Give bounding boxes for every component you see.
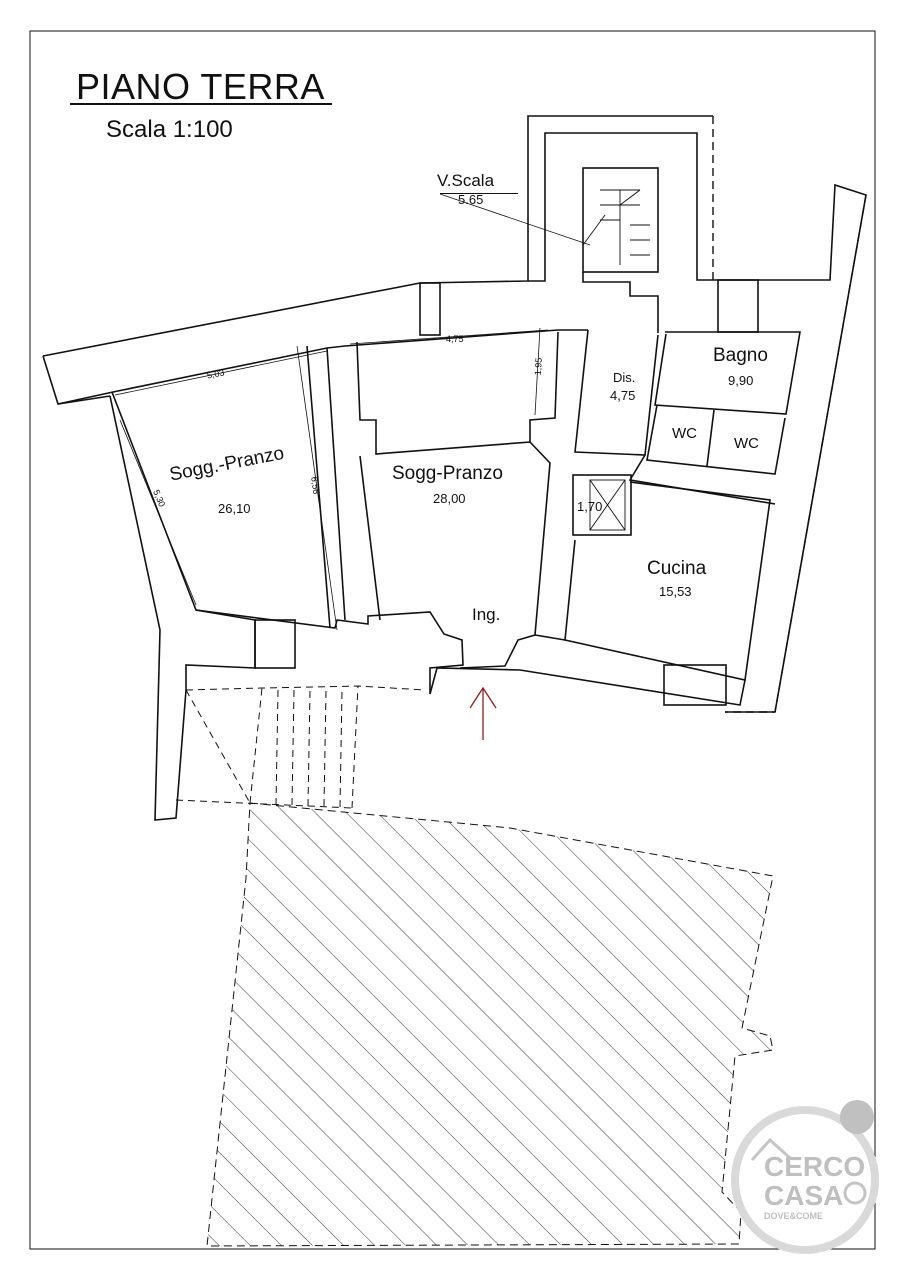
watermark-logo <box>731 1100 879 1254</box>
title-underline <box>70 103 332 105</box>
dimension-lines <box>114 327 549 631</box>
room-name-bathroom: Bagno <box>713 345 768 366</box>
room-area-living-1: 26,10 <box>218 501 251 516</box>
stair-area: 5.65 <box>458 192 484 207</box>
hatched-courtyard <box>206 802 774 1247</box>
room-name-wc-1: WC <box>672 425 697 442</box>
room-area-living-2: 28,00 <box>433 491 466 506</box>
watermark-line-1: CERCO <box>764 1151 866 1182</box>
room-area-bathroom: 9,90 <box>728 373 754 388</box>
stair-symbol <box>582 189 650 265</box>
external-stairs <box>175 685 426 809</box>
room-area-hall: 4,75 <box>610 388 636 403</box>
room-name-living-2: Sogg-Pranzo <box>392 463 503 484</box>
watermark-line-2: CASA <box>764 1180 844 1211</box>
plan-scale: Scala 1:100 <box>106 116 233 143</box>
room-name-wc-2: WC <box>734 435 759 452</box>
entrance-label: Ing. <box>472 605 501 624</box>
page-frame <box>29 30 876 1250</box>
watermark-tagline: DOVE&COME <box>764 1211 824 1221</box>
dimension-left-room-depth-right: 6,56 <box>309 476 322 495</box>
room-name-kitchen: Cucina <box>647 558 707 579</box>
plan-title: PIANO TERRA <box>76 66 325 107</box>
stair-label: V.Scala <box>437 171 495 190</box>
dashed-outline <box>712 116 867 713</box>
entrance-arrow <box>469 686 497 740</box>
stair-label-rule <box>440 193 518 194</box>
lift-area: 1,70 <box>577 499 603 514</box>
stair-leader-line <box>439 193 591 246</box>
dimension-alcove-depth: 1,95 <box>532 357 544 376</box>
room-name-hall: Dis. <box>613 370 636 385</box>
dimension-alcove-width: 4,75 <box>446 334 464 344</box>
room-area-kitchen: 15,53 <box>659 584 692 599</box>
lift-shaft-symbol <box>589 479 626 531</box>
